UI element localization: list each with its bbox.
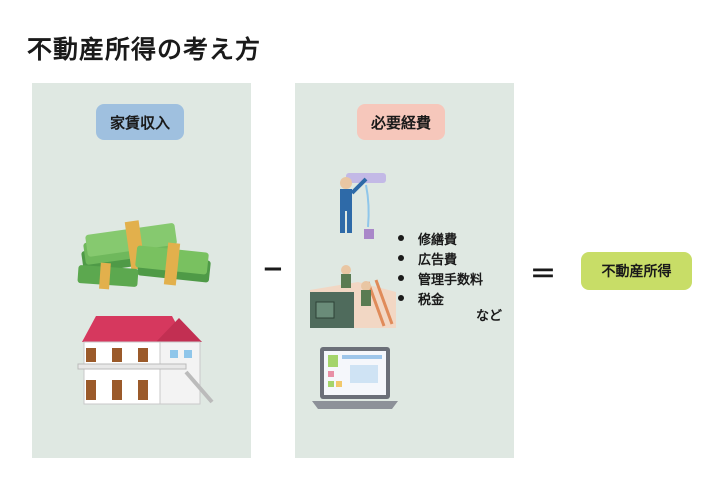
expense-item: 広告費	[418, 252, 458, 268]
page-title: 不動産所得の考え方	[27, 35, 262, 64]
plumber-repair-icon	[340, 173, 386, 239]
etc-label: など	[476, 309, 503, 324]
bullet-icon	[398, 275, 404, 281]
roof-workers-icon	[310, 265, 396, 328]
list-item: 税金	[398, 288, 483, 308]
expense-list: 修繕費 広告費 管理手数料 税金	[398, 228, 483, 308]
expense-item: 修繕費	[418, 232, 458, 248]
list-item: 修繕費	[398, 228, 483, 248]
expense-label: 必要経費	[357, 104, 446, 140]
equals-operator: ＝	[530, 260, 557, 290]
expense-item: 税金	[418, 292, 445, 308]
list-item: 広告費	[398, 248, 483, 268]
result-label: 不動産所得	[581, 252, 692, 290]
expense-panel: 必要経費	[295, 83, 514, 458]
income-label: 家賃収入	[96, 104, 185, 140]
bullet-icon	[398, 255, 404, 261]
bullet-icon	[398, 295, 404, 301]
list-item: 管理手数料	[398, 268, 483, 288]
laptop-ad-icon	[312, 347, 398, 409]
bullet-icon	[398, 235, 404, 241]
apartment-house-icon	[77, 316, 214, 405]
expense-item: 管理手数料	[418, 272, 484, 288]
money-stack-icon	[77, 220, 211, 290]
minus-operator: −	[262, 254, 284, 284]
